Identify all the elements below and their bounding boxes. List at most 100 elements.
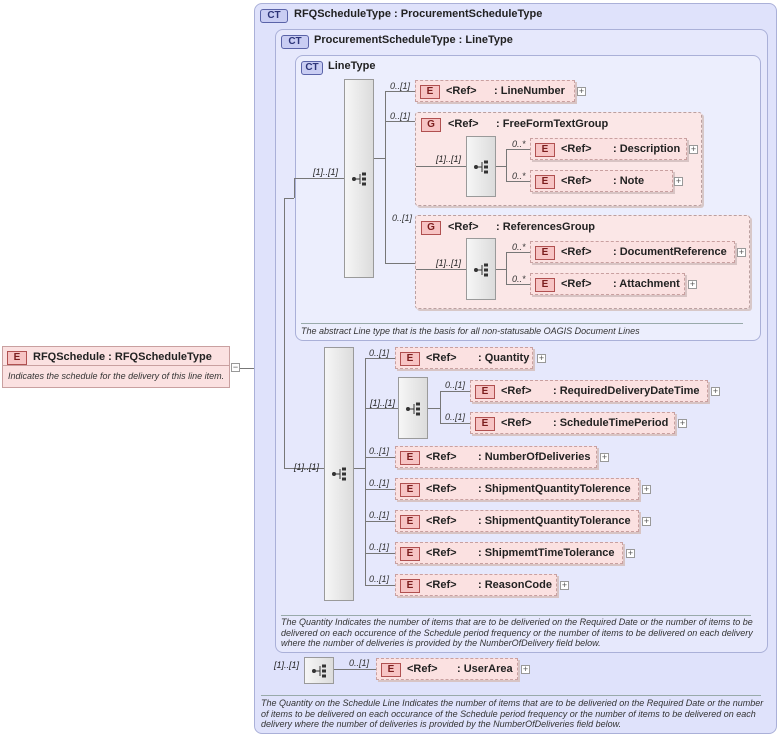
element-tag: E <box>7 351 27 365</box>
connector <box>416 269 466 270</box>
sequence-compositor[interactable] <box>324 347 354 601</box>
ref-label: <Ref> <box>448 118 479 130</box>
element-linenumber[interactable]: E <Ref> : LineNumber <box>415 80 575 102</box>
element-tag: E <box>535 175 555 189</box>
element-name: : ReasonCode <box>478 579 552 591</box>
ct-title: ProcurementScheduleType : LineType <box>314 34 513 46</box>
ref-label: <Ref> <box>426 451 457 463</box>
connector <box>385 121 415 122</box>
expand-icon[interactable]: + <box>521 664 530 674</box>
cardinality: 0..[1] <box>392 213 413 223</box>
sequence-compositor[interactable] <box>344 79 374 278</box>
element-requireddeliverydatetime[interactable]: E <Ref> : RequiredDeliveryDateTime <box>470 380 708 402</box>
element-quantity[interactable]: E <Ref> : Quantity <box>395 347 533 369</box>
expand-icon[interactable]: + <box>678 418 687 428</box>
element-tag: E <box>400 451 420 465</box>
ct-title: LineType <box>328 60 376 72</box>
element-tag: E <box>400 515 420 529</box>
collapse-icon[interactable]: − <box>231 362 240 372</box>
separator <box>261 695 761 696</box>
element-shipmemttimetolerance[interactable]: E <Ref> : ShipmemtTimeTolerance <box>395 542 623 564</box>
cardinality: 0..[1] <box>445 412 466 422</box>
expand-icon[interactable]: + <box>577 86 586 96</box>
sequence-cardinality: [1]..[1] <box>436 258 462 268</box>
connector <box>365 358 366 586</box>
ref-label: <Ref> <box>426 483 457 495</box>
connector <box>428 408 440 409</box>
expand-icon[interactable]: + <box>737 247 746 257</box>
expand-icon[interactable]: + <box>642 484 651 494</box>
expand-icon[interactable]: + <box>688 279 697 289</box>
element-name: : ShipmentQuantityTolerance <box>478 515 631 527</box>
element-tag: E <box>475 417 495 431</box>
cardinality: 0..[1] <box>369 542 390 552</box>
element-description[interactable]: E <Ref> : Description <box>530 138 687 160</box>
sequence-compositor[interactable] <box>466 238 496 300</box>
expand-icon[interactable]: + <box>689 144 698 154</box>
element-tag: E <box>400 579 420 593</box>
element-shipmentquantitytolerence[interactable]: E <Ref> : ShipmentQuantityTolerence <box>395 478 639 500</box>
expand-icon[interactable]: + <box>560 580 569 590</box>
expand-icon[interactable]: + <box>600 452 609 462</box>
expand-icon[interactable]: + <box>537 353 546 363</box>
connector <box>354 468 365 469</box>
cardinality: 0..[1] <box>369 348 390 358</box>
ct-badge: CT <box>260 9 288 23</box>
connector <box>294 178 344 179</box>
element-tag: E <box>535 143 555 157</box>
connector <box>506 252 507 284</box>
connector <box>385 91 386 263</box>
sequence-compositor[interactable] <box>398 377 428 439</box>
element-documentreference[interactable]: E <Ref> : DocumentReference <box>530 241 735 263</box>
cardinality: 0..* <box>512 274 526 284</box>
connector <box>440 423 470 424</box>
ct-title: RFQScheduleType : ProcurementScheduleTyp… <box>294 8 543 20</box>
element-shipmentquantitytolerance[interactable]: E <Ref> : ShipmentQuantityTolerance <box>395 510 639 532</box>
group-tag: G <box>421 118 441 132</box>
root-element[interactable]: E RFQSchedule : RFQScheduleType <box>2 346 230 366</box>
expand-icon[interactable]: + <box>642 516 651 526</box>
sequence-icon <box>474 160 488 174</box>
connector <box>496 269 506 270</box>
connector <box>374 158 385 159</box>
connector <box>506 149 530 150</box>
connector <box>506 149 507 181</box>
expand-icon[interactable]: + <box>626 548 635 558</box>
sequence-compositor[interactable] <box>304 657 334 684</box>
expand-icon[interactable]: + <box>711 386 720 396</box>
separator <box>301 323 743 324</box>
cardinality: 0..[1] <box>369 510 390 520</box>
element-scheduletimeperiod[interactable]: E <Ref> : ScheduleTimePeriod <box>470 412 675 434</box>
connector <box>385 263 416 264</box>
element-note[interactable]: E <Ref> : Note <box>530 170 673 192</box>
sequence-cardinality: [1]..[1] <box>313 167 339 177</box>
element-name: : Attachment <box>613 278 680 290</box>
sequence-cardinality: [1]..[1] <box>370 398 396 408</box>
sequence-icon <box>474 263 488 277</box>
element-attachment[interactable]: E <Ref> : Attachment <box>530 273 685 295</box>
sequence-cardinality: [1]..[1] <box>274 660 300 670</box>
element-userarea[interactable]: E <Ref> : UserArea <box>376 658 518 680</box>
ct-badge: CT <box>301 61 323 75</box>
cardinality: 0..[1] <box>390 111 411 121</box>
expand-icon[interactable]: + <box>674 176 683 186</box>
root-element-name: RFQSchedule : RFQScheduleType <box>33 351 212 363</box>
ref-label: <Ref> <box>561 278 592 290</box>
ref-label: <Ref> <box>561 175 592 187</box>
element-numberofdeliveries[interactable]: E <Ref> : NumberOfDeliveries <box>395 446 597 468</box>
ct-doc: The Quantity Indicates the number of ite… <box>281 617 753 648</box>
cardinality: 0..[1] <box>369 574 390 584</box>
ref-label: <Ref> <box>446 85 477 97</box>
connector <box>506 284 530 285</box>
element-name: : UserArea <box>457 663 513 675</box>
ref-label: <Ref> <box>448 221 479 233</box>
group-tag: G <box>421 221 441 235</box>
sequence-compositor[interactable] <box>466 136 496 197</box>
connector <box>284 468 324 469</box>
element-reasoncode[interactable]: E <Ref> : ReasonCode <box>395 574 557 596</box>
ref-label: <Ref> <box>426 547 457 559</box>
connector <box>506 181 530 182</box>
connector <box>365 358 395 359</box>
root-doc-box: Indicates the schedule for the delivery … <box>2 366 230 388</box>
cardinality: 0..* <box>512 171 526 181</box>
